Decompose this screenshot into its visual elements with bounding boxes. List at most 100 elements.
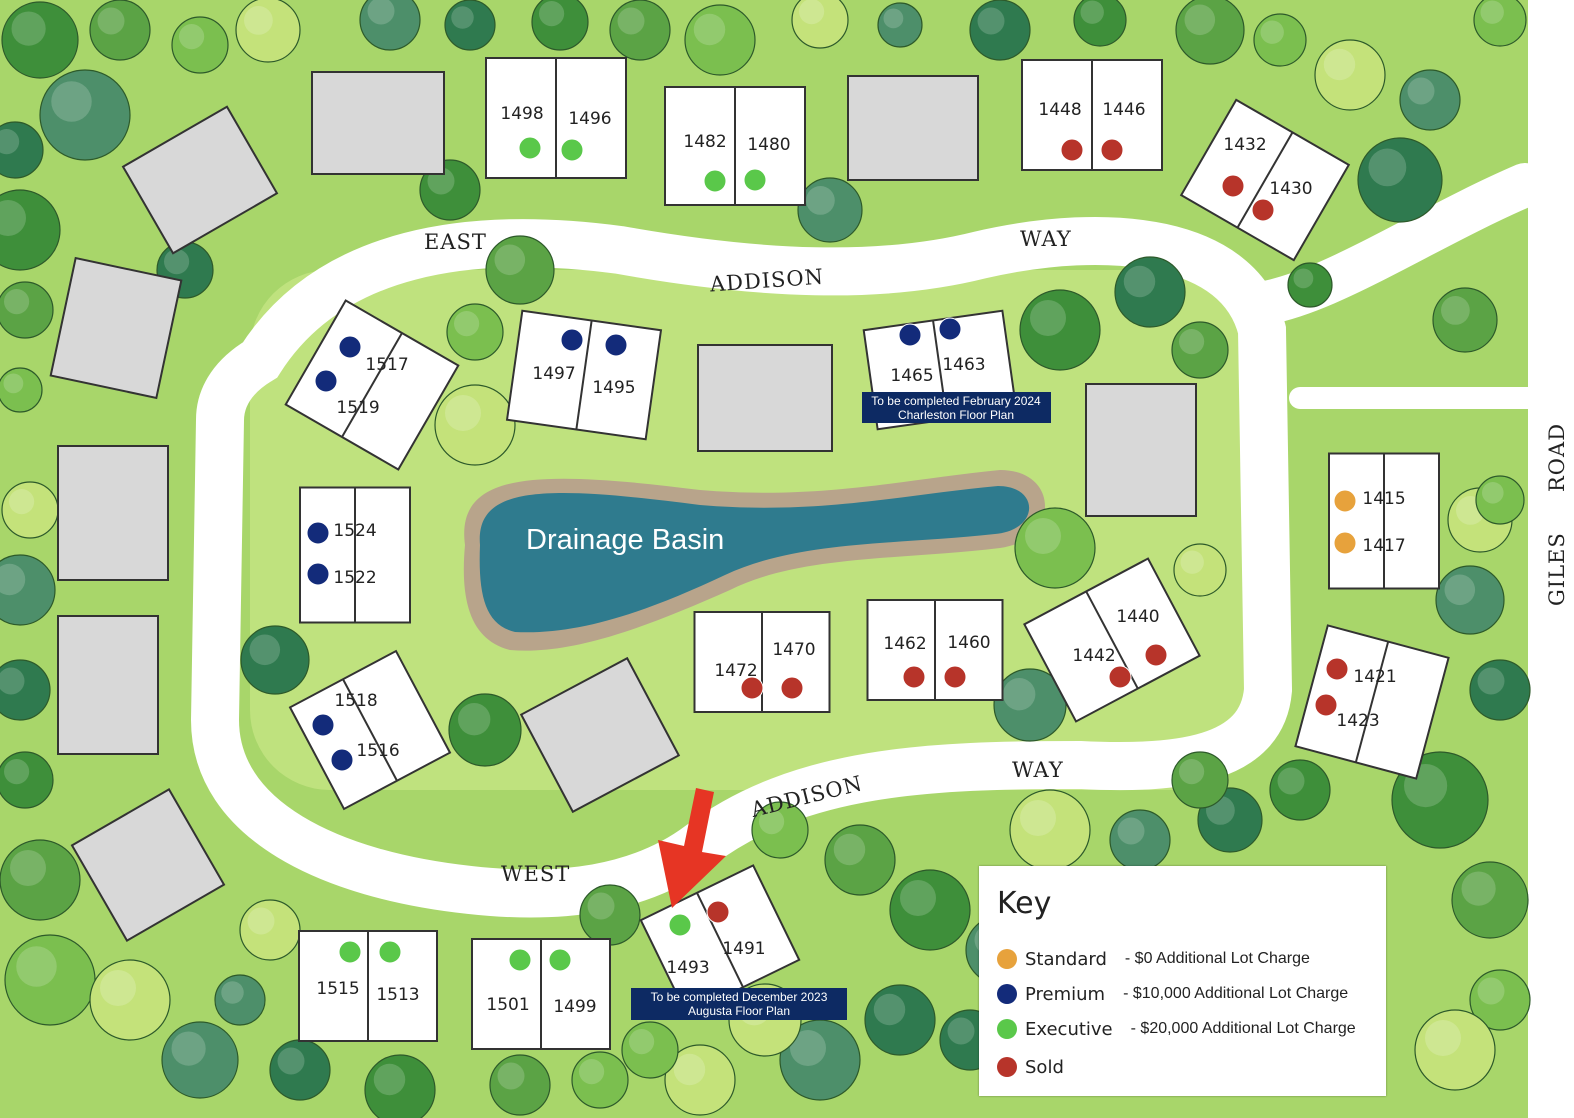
lot-1517-label[interactable]: 1517 [365,355,408,375]
tree-icon [877,2,923,48]
lot-1482-executive-dot-icon[interactable] [703,169,727,193]
lot-1515-executive-dot-icon[interactable] [338,940,362,964]
tree-icon [824,824,896,896]
tree-icon [1173,543,1227,597]
lot-1493-label[interactable]: 1493 [666,958,709,978]
lot-1432-label[interactable]: 1432 [1223,135,1266,155]
lot-1417-label[interactable]: 1417 [1362,536,1405,556]
tree-icon [1,1,79,79]
tree-icon [1073,0,1127,47]
lot-1460-label[interactable]: 1460 [947,633,990,653]
map-key: Key Standard - $0 Additional Lot Charge … [979,866,1386,1096]
key-item-label: Executive [1025,1018,1113,1040]
lot-1463-premium-dot-icon[interactable] [938,317,962,341]
lot-1522-premium-dot-icon[interactable] [306,562,330,586]
lot-1423-sold-dot-icon[interactable] [1314,693,1338,717]
tree-highlight [1277,767,1305,795]
lot-pair-shape [288,649,452,811]
lot-1470-label[interactable]: 1470 [772,640,815,660]
key-item-desc: - $10,000 Additional Lot Charge [1123,985,1349,1002]
lot-1495-premium-dot-icon[interactable] [604,333,628,357]
tree-icon [1314,39,1386,111]
lot-1417-standard-dot-icon[interactable] [1333,531,1357,555]
lot-1496-executive-dot-icon[interactable] [560,138,584,162]
lot-1472-label[interactable]: 1472 [714,661,757,681]
tree-highlight [977,7,1005,35]
lot-1491-label[interactable]: 1491 [722,939,765,959]
tree-icon [434,384,516,466]
lot-1482-label[interactable]: 1482 [683,132,726,152]
lot-1480-label[interactable]: 1480 [747,135,790,155]
tree-icon [0,751,54,809]
lot-1515-label[interactable]: 1515 [316,979,359,999]
lot-1519-label[interactable]: 1519 [336,398,379,418]
lot-1493-executive-dot-icon[interactable] [668,913,692,937]
lot-1462-label[interactable]: 1462 [883,634,926,654]
existing-house [57,615,159,755]
lot-1518-premium-dot-icon[interactable] [311,713,335,737]
lot-1501-label[interactable]: 1501 [486,995,529,1015]
lot-1497-label[interactable]: 1497 [532,364,575,384]
lot-1465-label[interactable]: 1465 [890,366,933,386]
lot-1513-label[interactable]: 1513 [376,985,419,1005]
lot-1463-label[interactable]: 1463 [942,355,985,375]
lot-1442-sold-dot-icon[interactable] [1108,665,1132,689]
lot-1465-premium-dot-icon[interactable] [898,323,922,347]
lot-1480-executive-dot-icon[interactable] [743,168,767,192]
lot-1432-sold-dot-icon[interactable] [1221,174,1245,198]
existing-house [697,344,833,452]
lot-1423-label[interactable]: 1423 [1336,711,1379,731]
lot-pair-shape [639,864,801,1016]
lot-1522-label[interactable]: 1522 [333,568,376,588]
lot-pair: 1415 1417 [1328,452,1440,590]
lot-1518-label[interactable]: 1518 [334,691,377,711]
lot-1516-label[interactable]: 1516 [356,741,399,761]
lot-1501-executive-dot-icon[interactable] [508,948,532,972]
lot-1516-premium-dot-icon[interactable] [330,748,354,772]
lot-1498-executive-dot-icon[interactable] [518,136,542,160]
lot-1517-premium-dot-icon[interactable] [338,335,362,359]
lot-1499-label[interactable]: 1499 [553,997,596,1017]
tree-icon [1414,1009,1496,1091]
tree-icon [1114,256,1186,328]
tree-icon [0,659,51,721]
lot-1448-label[interactable]: 1448 [1038,100,1081,120]
tree-icon [0,121,44,179]
tree-highlight [16,946,57,987]
lot-1491-sold-dot-icon[interactable] [706,900,730,924]
lot-1446-label[interactable]: 1446 [1102,100,1145,120]
tree-icon [444,0,496,51]
lot-1498-label[interactable]: 1498 [500,104,543,124]
lot-1499-executive-dot-icon[interactable] [548,948,572,972]
arrow-indicator-icon [658,788,726,908]
lot-1446-sold-dot-icon[interactable] [1100,138,1124,162]
lot-1497-premium-dot-icon[interactable] [560,328,584,352]
tree-highlight [51,81,92,122]
lot-1524-premium-dot-icon[interactable] [306,521,330,545]
lot-1440-label[interactable]: 1440 [1116,607,1159,627]
key-item-label: Sold [1025,1056,1064,1078]
lot-1513-executive-dot-icon[interactable] [378,940,402,964]
lot-1496-label[interactable]: 1496 [568,109,611,129]
lot-1430-sold-dot-icon[interactable] [1251,198,1275,222]
lot-1442-label[interactable]: 1442 [1072,646,1115,666]
tree-icon [1432,287,1498,353]
lot-1421-label[interactable]: 1421 [1353,667,1396,687]
lot-1470-sold-dot-icon[interactable] [780,676,804,700]
key-title: Key [997,886,1052,921]
lot-1472-sold-dot-icon[interactable] [740,676,764,700]
lot-1415-label[interactable]: 1415 [1362,489,1405,509]
lot-1415-standard-dot-icon[interactable] [1333,489,1357,513]
lot-1421-sold-dot-icon[interactable] [1325,657,1349,681]
lot-1524-label[interactable]: 1524 [333,521,376,541]
street-label-west: WEST [501,862,570,886]
lot-1440-sold-dot-icon[interactable] [1144,643,1168,667]
lot-1430-label[interactable]: 1430 [1269,179,1312,199]
lot-1462-sold-dot-icon[interactable] [902,665,926,689]
lot-1519-premium-dot-icon[interactable] [314,369,338,393]
lot-1448-sold-dot-icon[interactable] [1060,138,1084,162]
tree-highlight [247,907,275,935]
tree-icon [1019,289,1101,371]
lot-1495-label[interactable]: 1495 [592,378,635,398]
lot-1460-sold-dot-icon[interactable] [943,665,967,689]
